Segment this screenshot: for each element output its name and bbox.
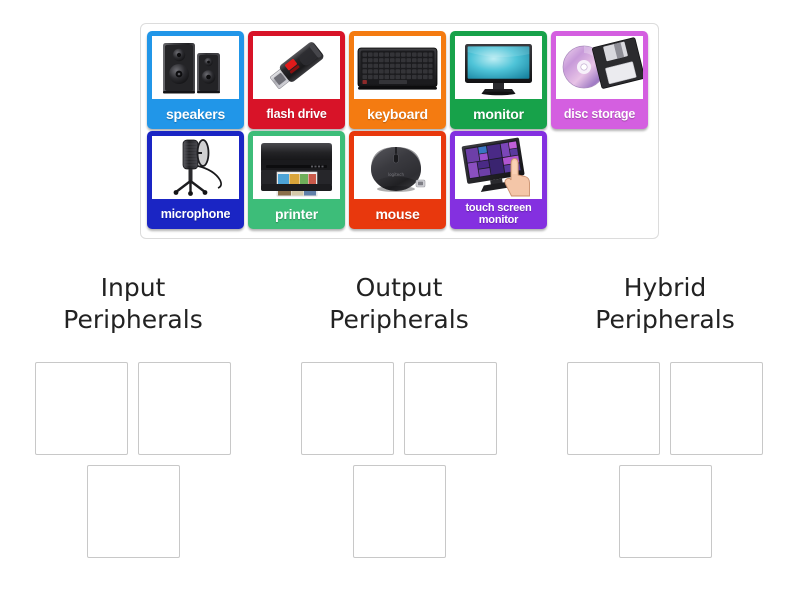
dropzone[interactable]	[567, 362, 660, 455]
keyboard-icon	[354, 36, 441, 99]
category-title: Hybrid Peripherals	[595, 273, 735, 334]
tile-label: mouse	[375, 205, 420, 222]
tile-label: touch screen monitor	[465, 201, 532, 226]
microphone-icon	[152, 136, 239, 199]
category-column-hybrid: Hybrid Peripherals	[532, 272, 798, 558]
tile-microphone[interactable]: microphone	[147, 131, 244, 229]
category-title: Output Peripherals	[329, 273, 469, 334]
tile-label: printer	[275, 205, 318, 222]
dropzone[interactable]	[670, 362, 763, 455]
tile-label: flash drive	[266, 106, 327, 121]
tile-label: microphone	[160, 206, 231, 221]
dropzone[interactable]	[138, 362, 231, 455]
tile-touch-screen-monitor[interactable]: touch screen monitor	[450, 131, 547, 229]
dropzone[interactable]	[352, 465, 446, 558]
tile-printer[interactable]: printer	[248, 131, 345, 229]
tile-row: microphone	[147, 131, 652, 229]
tile-mouse[interactable]: logitech mouse	[349, 131, 446, 229]
monitor-icon	[455, 36, 542, 99]
category-column-output: Output Peripherals	[266, 272, 532, 558]
tile-label: keyboard	[367, 105, 428, 122]
printer-icon	[253, 136, 340, 199]
svg-text:logitech: logitech	[388, 172, 404, 177]
tile-flash-drive[interactable]: flash drive	[248, 31, 345, 129]
tile-label: speakers	[165, 105, 226, 122]
tile-disc-storage[interactable]: disc storage	[551, 31, 648, 129]
dropzone[interactable]	[404, 362, 497, 455]
tile-label: monitor	[473, 105, 524, 122]
dropzone[interactable]	[301, 362, 394, 455]
dropzone-grid	[565, 362, 765, 558]
tile-keyboard[interactable]: keyboard	[349, 31, 446, 129]
dropzone[interactable]	[618, 465, 712, 558]
disc-storage-icon	[556, 36, 643, 99]
flash-drive-icon	[253, 36, 340, 99]
mouse-icon: logitech	[354, 136, 441, 199]
touch-screen-monitor-icon	[455, 136, 542, 199]
tile-monitor[interactable]: monitor	[450, 31, 547, 129]
tile-speakers[interactable]: speakers	[147, 31, 244, 129]
category-title: Input Peripherals	[63, 273, 203, 334]
category-columns: Input Peripherals Output Peripherals Hybri…	[0, 272, 800, 558]
peripheral-tiles-tray: speakers flash drive	[140, 23, 659, 239]
dropzone[interactable]	[35, 362, 128, 455]
tile-label: disc storage	[563, 106, 636, 121]
speakers-icon	[152, 36, 239, 99]
category-column-input: Input Peripherals	[0, 272, 266, 558]
tile-row: speakers flash drive	[147, 31, 652, 129]
dropzone-grid	[299, 362, 499, 558]
dropzone-grid	[33, 362, 233, 558]
dropzone[interactable]	[86, 465, 180, 558]
